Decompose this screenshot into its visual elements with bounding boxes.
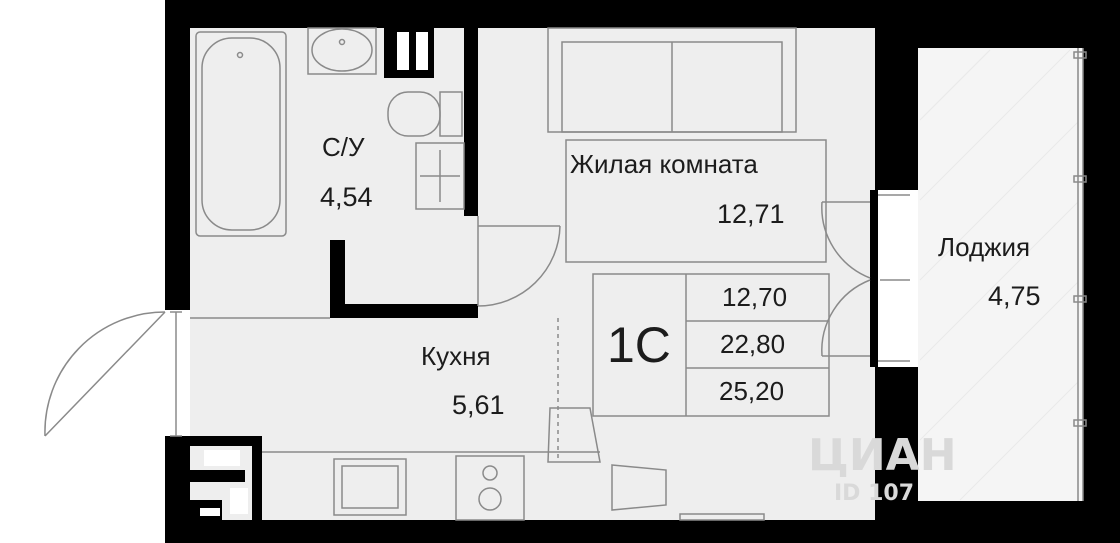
living-room-area: 12,71 <box>717 199 785 229</box>
entrance-door <box>44 311 330 437</box>
sofa <box>547 27 797 133</box>
loggia-floor <box>918 48 1083 501</box>
loggia-name: Лоджия <box>938 232 1030 262</box>
summary-total-with-loggia: 25,20 <box>719 376 784 406</box>
toilet <box>387 91 463 137</box>
summary-living-area: 12,70 <box>722 282 787 312</box>
apartment-type-code: 1С <box>607 317 671 373</box>
area-summary-table <box>592 273 830 417</box>
living-room-name: Жилая комната <box>570 149 758 179</box>
bed <box>565 139 827 263</box>
loggia-area: 4,75 <box>988 281 1041 311</box>
watermark: ЦИАН ID 107 <box>808 430 957 506</box>
loggia-hatching <box>919 49 1079 501</box>
floor-areas <box>190 28 875 520</box>
vent-shaft <box>384 28 434 78</box>
kitchen-set <box>262 318 765 521</box>
bathroom-door <box>477 216 561 307</box>
loggia-windows <box>1073 48 1087 501</box>
wall-detail <box>200 450 248 516</box>
kitchen-area: 5,61 <box>452 390 505 420</box>
watermark-id: ID 107 <box>834 481 914 506</box>
summary-total-area: 22,80 <box>720 329 785 359</box>
loggia-door <box>821 194 910 362</box>
bathtub <box>195 31 287 237</box>
bathroom-name: С/У <box>322 132 365 162</box>
kitchen-name: Кухня <box>421 341 491 371</box>
washbasin <box>307 27 377 75</box>
walls <box>165 0 1120 543</box>
bathroom-area: 4,54 <box>320 182 373 212</box>
floor-drain <box>415 142 465 210</box>
watermark-brand: ЦИАН <box>808 430 957 481</box>
